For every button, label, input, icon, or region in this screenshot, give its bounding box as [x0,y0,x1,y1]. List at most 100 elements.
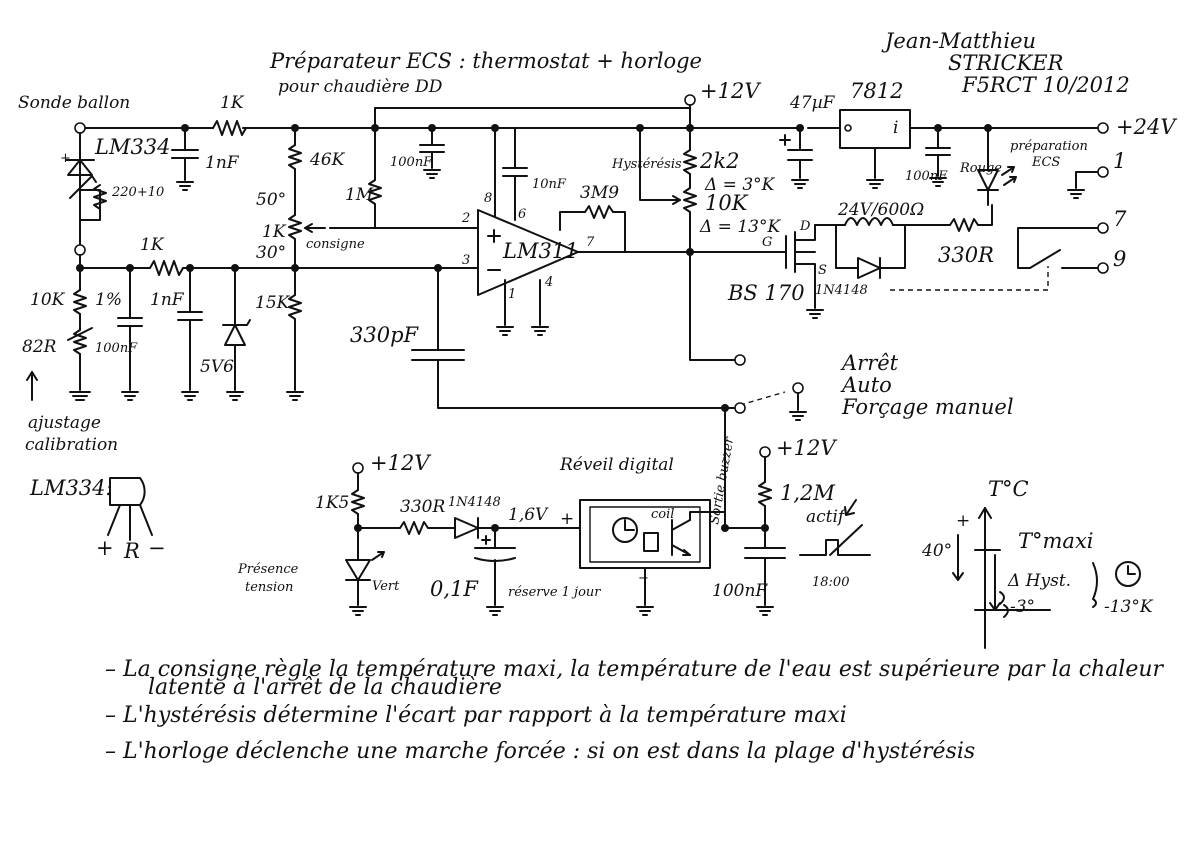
terminal-sonde-bottom [74,244,86,256]
label-50deg: 50° [256,190,286,210]
note-2: – L'hystérésis détermine l'écart par rap… [105,703,847,728]
diode-1n4148 [835,224,906,279]
label-m3: -3° [1010,597,1035,617]
terminal-9 [1097,262,1109,274]
label-minus-clock: − [638,571,649,586]
label-12v-a: +12V [700,79,761,103]
label-lm334-pinout: LM334: [29,476,113,500]
label-pot-10k: 10K [705,191,749,215]
note-1: – La consigne règle la température maxi,… [105,657,1165,682]
label-lm334: LM334 [94,135,171,159]
label-rouge: Rouge [959,161,1002,176]
label-30deg: 30° [256,243,286,263]
temperature-diagram [952,507,1141,649]
terminal-plus24 [1097,122,1109,134]
label-10nf: 10nF [532,177,567,192]
label-330r: 330R [938,243,994,267]
label-1pct: 1% [95,290,122,310]
cap-1nf-b [177,267,203,401]
label-pot-1k: 1K [262,222,287,242]
pin-4: 4 [544,275,553,290]
terminal-1 [1097,166,1109,178]
label-15k: 15K [255,293,291,313]
cap-0-1f [474,527,516,616]
resistor-1k-mid [149,260,184,276]
label-prep-1: préparation [1010,139,1088,154]
label-sortie-buzzer: Sortie buzzer [707,435,737,525]
led-preparation [977,127,1017,206]
title-line2: pour chaudière DD [278,77,443,97]
label-bs170: BS 170 [727,281,805,305]
note-3: – L'horloge déclenche une marche forcée … [105,739,975,764]
cap-1nf-top [171,127,199,191]
label-reg-i: i [893,118,898,138]
label-100nf-b: 100nF [95,341,138,356]
label-2k2: 2k2 [699,149,739,173]
label-hysteresis: Hystérésis [611,157,682,172]
label-sonde-ballon: Sonde ballon [18,93,130,113]
label-reserve: réserve 1 jour [508,585,601,600]
fet-g: G [762,235,772,250]
terminal-12v-b [352,462,364,474]
resistor-46k [288,144,302,170]
regulator-7812 [839,109,911,189]
label-t7: 7 [1113,207,1127,231]
label-t9: 9 [1113,247,1126,271]
title-line1: Préparateur ECS : thermostat + horloge [269,49,702,73]
label-lm311: LM311 [502,239,579,263]
label-1-2m: 1,2M [780,481,835,505]
label-plus24: +24V [1116,115,1177,139]
pinout-minus: − [148,536,166,560]
resistor-15k [286,267,304,401]
terminal-block-1 [1067,171,1099,199]
label-auto: Auto [840,373,892,397]
cap-10nf [502,127,528,186]
zener-5v6 [222,267,251,401]
label-arret: Arrêt [840,351,899,375]
pin-3: 3 [462,253,470,268]
label-consigne: consigne [306,237,365,252]
note-1b: latente à l'arrêt de la chaudière [148,675,502,700]
pin-8: 8 [484,191,492,206]
label-1nf-top: 1nF [205,153,240,173]
label-330pf: 330pF [350,323,420,347]
label-dhyst: Δ Hyst. [1007,571,1071,591]
cap-100nf-c [925,127,951,187]
relay-coil [814,217,939,226]
actif-pulse [799,499,871,556]
mode-switch[interactable] [724,382,807,421]
clock-module [579,499,726,616]
lm334-symbol [65,159,107,221]
label-tc: T°C [988,477,1029,501]
label-forcage: Forçage manuel [841,395,1014,419]
label-t1: 1 [1113,149,1126,173]
pin-plus-lm334: + [60,151,71,166]
cap-100nf-a [419,127,445,179]
label-1n4148-b: 1N4148 [448,495,501,510]
label-5v6: 5V6 [200,357,234,377]
label-presence1: Présence [237,562,299,577]
label-ajustage: ajustage [28,413,101,433]
label-coil: coil [651,507,674,522]
label-relay: 24V/600Ω [837,200,924,220]
terminal-12v-a [684,94,696,106]
label-46k: 46K [309,150,346,170]
terminal-12v-c [759,446,771,458]
label-100nf-d: 100nF [712,581,768,601]
cap-330pf [411,267,726,409]
label-1800: 18:00 [812,575,849,590]
cap-47uf [779,127,813,189]
label-82r: 82R [22,337,57,357]
cap-100nf-b [117,267,143,401]
label-330r-b: 330R [400,497,445,517]
pin-1: 1 [508,287,516,302]
led-vert [345,551,385,616]
label-1k-mid: 1K [140,235,165,255]
pinout-plus: + [96,536,114,560]
resistor-10k-82r [67,289,93,401]
label-0-1f: 0,1F [430,577,479,601]
label-1m: 1M [345,185,374,205]
label-1k5: 1K5 [315,493,349,513]
fet-d: D [799,219,811,234]
